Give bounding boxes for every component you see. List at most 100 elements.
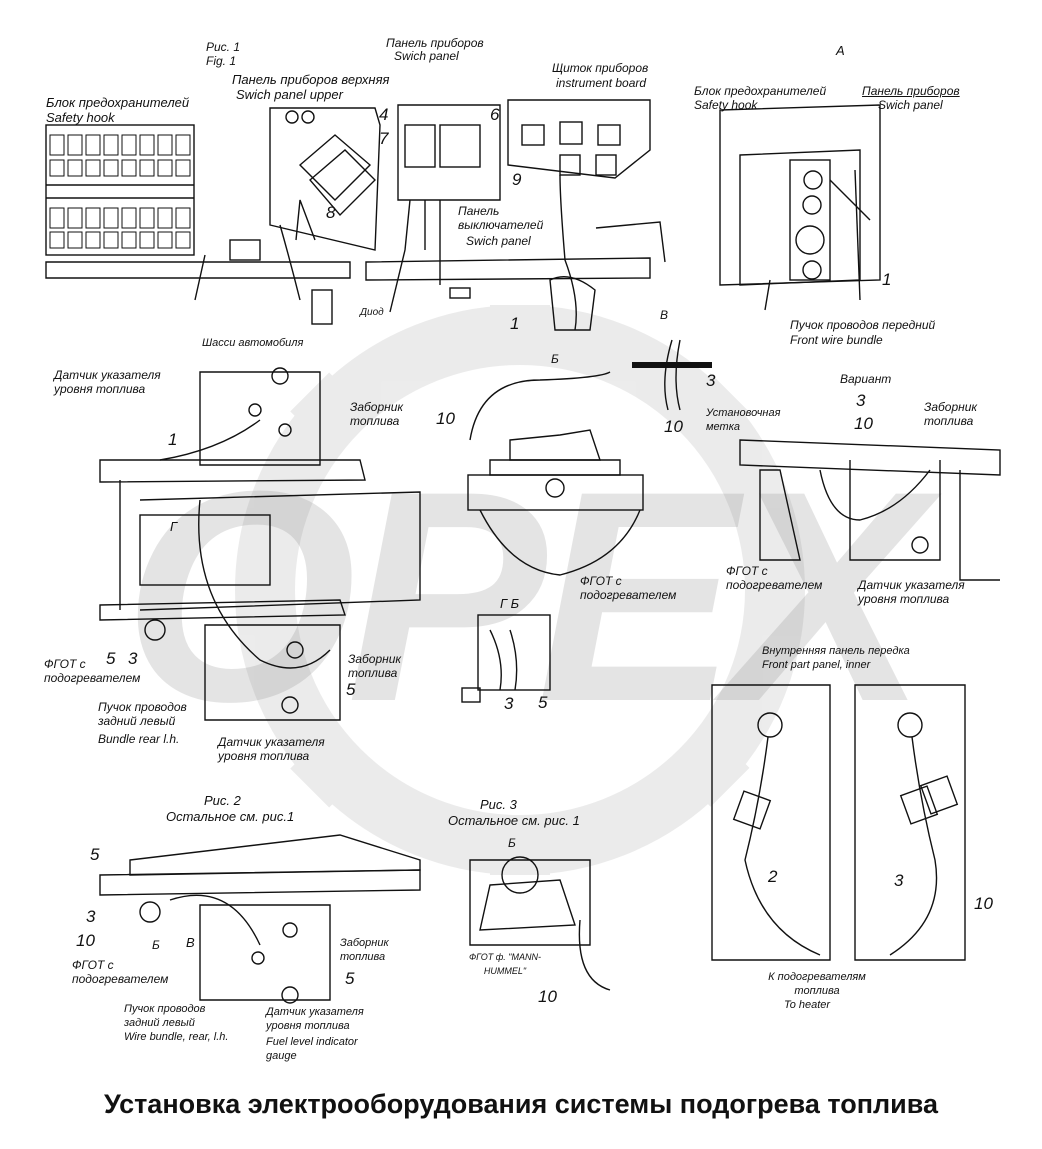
label-fgot-heater-left: ФГОТ с подогревателем <box>44 657 141 685</box>
label-chassis: Шасси автомобиля <box>202 337 304 349</box>
callout-number: 7 <box>379 129 389 148</box>
watermark-gear <box>235 305 805 875</box>
fuse-block-drawing <box>45 124 261 261</box>
label-front-inner-en: Front part panel, inner <box>762 659 871 671</box>
instrument-board-drawing <box>507 99 651 331</box>
label-view-gb: Г Б <box>500 596 520 611</box>
callout-number: 5 <box>90 845 100 864</box>
label-instrument-board-ru: Щиток приборов <box>552 61 649 75</box>
callout-number: 3 <box>706 371 716 390</box>
callout-number: 10 <box>538 987 557 1006</box>
label-fuel-gauge-1: Датчик указателя уровня топлива <box>54 368 161 396</box>
label-diode: Диод <box>360 307 384 318</box>
upper-panel-drawing <box>269 107 381 325</box>
label-fig1-en: Fig. 1 <box>206 54 237 68</box>
label-front-inner-ru: Внутренняя панель передка <box>762 645 910 657</box>
label-fig3-rest: Остальное см. рис. 1 <box>448 813 580 828</box>
callout-number: 10 <box>436 409 455 428</box>
label-fuel-gauge-2: Датчик указателя уровня топлива <box>218 735 325 763</box>
instrument-panel-drawing <box>389 104 501 313</box>
label-fig2-v: В <box>186 935 195 950</box>
callout-number: 10 <box>664 417 683 436</box>
label-fuse-block2-en: Safety hook <box>694 98 758 112</box>
label-fig2-fgot: ФГОТ с подогревателем <box>72 958 169 986</box>
label-fgot-heater-var: ФГОТ с подогревателем <box>726 564 823 592</box>
label-fig2-gauge-ru: Датчик указателя уровня топлива <box>266 1006 364 1032</box>
label-fuel-gauge-var: Датчик указателя уровня топлива <box>858 578 965 606</box>
label-fgot-mann: ФГОТ ф. "MANN-HUMMEL" <box>469 952 541 976</box>
callout-number: 3 <box>86 907 96 926</box>
label-fig1-ru: Рис. 1 <box>206 40 241 54</box>
view-b-filter-drawing <box>467 371 644 576</box>
label-fig2-intake: Заборник топлива <box>340 937 389 963</box>
label-panel-upper-ru: Панель приборов верхняя <box>232 72 390 87</box>
label-view-a: А <box>836 43 845 58</box>
label-to-heater-en: To heater <box>784 999 831 1011</box>
callout-number: 5 <box>345 969 355 988</box>
callout-number: 6 <box>490 105 500 124</box>
callout-number: 1 <box>882 270 892 289</box>
view-a-drawing <box>719 104 881 311</box>
view-gb-drawing <box>461 614 551 703</box>
dashboard-bar <box>45 221 666 301</box>
label-fuse-block2-ru: Блок предохранителей <box>694 84 827 98</box>
callout-number: 8 <box>326 203 336 222</box>
label-view-b: Б <box>551 352 559 366</box>
front-inner-panel-drawing <box>711 684 966 961</box>
label-fig2-bundle-en: Wire bundle, rear, l.h. <box>124 1031 229 1043</box>
label-view-g: Г <box>170 519 178 534</box>
label-switch-panel-en: Swich panel <box>466 234 531 248</box>
fig2-drawing <box>99 834 421 1004</box>
label-rear-bundle-en: Bundle rear l.h. <box>98 732 180 746</box>
callout-number: 5 <box>106 649 116 668</box>
label-fuel-intake-var: Заборник топлива <box>924 400 978 428</box>
callout-number: 3 <box>894 871 904 890</box>
label-fuel-intake-2: Заборник топлива <box>348 652 402 680</box>
fig3-drawing <box>469 856 611 991</box>
label-fuel-intake-1: Заборник топлива <box>350 400 404 428</box>
label-fig2: Рис. 2 <box>204 793 241 808</box>
callout-number: 5 <box>346 680 356 699</box>
label-switch-panel-ru: Панель выключателей <box>458 204 544 232</box>
label-fig2-b: Б <box>152 938 160 952</box>
callout-number: 10 <box>974 894 993 913</box>
label-fgot-heater-b: ФГОТ с подогревателем <box>580 574 677 602</box>
label-to-heater-ru: К подогревателям топлива <box>768 971 866 997</box>
label-fig2-rest: Остальное см. рис.1 <box>166 809 295 824</box>
label-variant: Вариант <box>840 372 892 386</box>
chassis-drawing <box>99 367 421 721</box>
label-fuse-block-en: Safety hook <box>46 110 115 125</box>
label-fuse-block-ru: Блок предохранителей <box>46 95 190 110</box>
callout-number: 9 <box>512 170 522 189</box>
label-fig3-b: Б <box>508 836 516 850</box>
callout-number: 10 <box>76 931 95 950</box>
label-panel-a-en: Swich panel <box>878 98 943 112</box>
callout-number: 2 <box>768 867 778 886</box>
callout-number: 4 <box>379 105 389 124</box>
page-title: Установка электрооборудования системы по… <box>103 1089 939 1119</box>
label-fig2-bundle-ru: Пучок проводов задний левый <box>124 1003 206 1029</box>
callout-number: 1 <box>510 314 520 333</box>
label-instrument-panel-en: Swich panel <box>394 49 459 63</box>
callout-number: 3 <box>856 391 866 410</box>
callout-number: 1 <box>168 430 178 449</box>
label-front-bundle-ru: Пучок проводов передний <box>790 318 936 332</box>
label-panel-upper-en: Swich panel upper <box>236 87 343 102</box>
label-view-v: В <box>660 308 669 322</box>
label-panel-a-ru: Панель приборов <box>862 84 960 98</box>
label-instrument-board-en: instrument board <box>556 76 647 90</box>
label-front-bundle-en: Front wire bundle <box>790 333 883 347</box>
label-install-mark: Установочная метка <box>706 407 781 433</box>
label-instrument-panel-ru: Панель приборов <box>386 36 484 50</box>
callout-number: 3 <box>504 694 514 713</box>
variant-drawing <box>739 439 1001 581</box>
callout-number: 3 <box>128 649 138 668</box>
callout-number: 10 <box>854 414 873 433</box>
callout-number: 5 <box>538 693 548 712</box>
watermark-text: OPEX <box>123 428 942 764</box>
label-fig3: Рис. 3 <box>480 797 517 812</box>
view-v-drawing <box>632 339 712 411</box>
label-fig2-gauge-en: Fuel level indicator gauge <box>266 1036 358 1062</box>
label-rear-bundle-ru: Пучок проводов задний левый <box>98 700 187 728</box>
